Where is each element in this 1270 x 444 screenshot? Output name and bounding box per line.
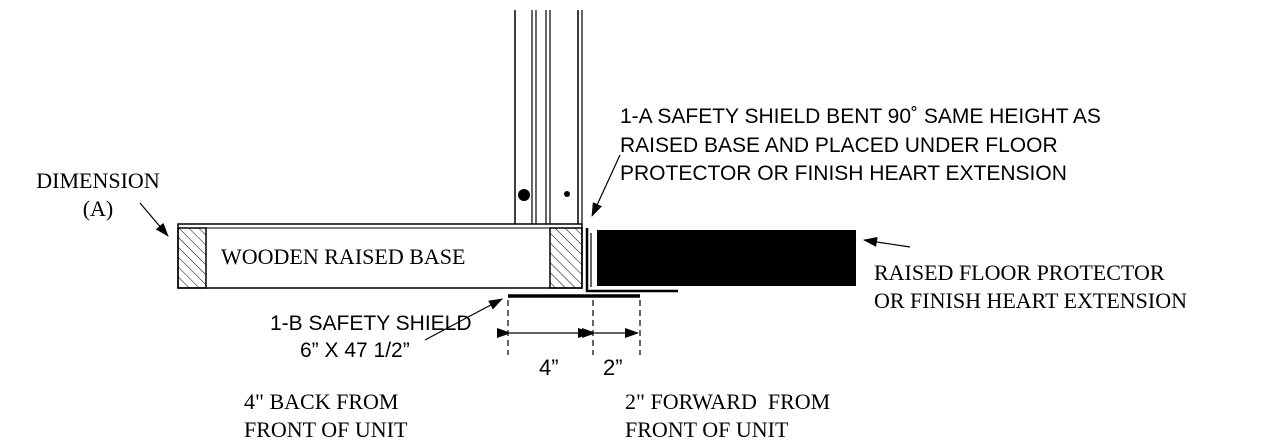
floor-protector-callout: RAISED FLOOR PROTECTOR OR FINISH HEART E… [874, 260, 1187, 313]
forward-from-front-line1: 2" FORWARD FROM [625, 389, 830, 414]
shield-1b-line2: 6” X 47 1/2” [300, 339, 410, 362]
floor-protector-line2: OR FINISH HEART EXTENSION [874, 288, 1187, 313]
shield-1a-arrow [591, 154, 621, 217]
wooden-base-label: WOODEN RAISED BASE [221, 244, 465, 269]
shield-1a-line2: RAISED BASE AND PLACED UNDER FLOOR [620, 134, 1058, 157]
dimension-forward-label: 2” [603, 355, 623, 380]
dimension-a-callout: DIMENSION (A) [36, 168, 160, 221]
bolt-small-icon [564, 191, 570, 197]
dimension-back-label: 4” [539, 355, 559, 380]
shield-1b-callout: 1-B SAFETY SHIELD 6” X 47 1/2” [270, 312, 472, 362]
raised-floor-protector [597, 230, 856, 286]
back-from-front-callout: 4" BACK FROM FRONT OF UNIT [244, 389, 408, 442]
shield-1a-callout: 1-A SAFETY SHIELD BENT 90˚ SAME HEIGHT A… [620, 105, 1101, 185]
shield-1b-arrow [424, 298, 503, 341]
shield-1a-line3: PROTECTOR OR FINISH HEART EXTENSION [620, 162, 1067, 185]
forward-from-front-line2: FRONT OF UNIT [625, 417, 789, 442]
forward-from-front-callout: 2" FORWARD FROM FRONT OF UNIT [625, 389, 830, 442]
safety-shield-1a [585, 228, 678, 293]
bolt-large-icon [518, 189, 530, 201]
back-from-front-line1: 4" BACK FROM [244, 389, 398, 414]
back-from-front-line2: FRONT OF UNIT [244, 417, 408, 442]
shield-1b-line1: 1-B SAFETY SHIELD [270, 312, 472, 335]
shield-1a-line1: 1-A SAFETY SHIELD BENT 90˚ SAME HEIGHT A… [620, 105, 1101, 128]
dimension-a-arrow [139, 202, 169, 237]
wooden-raised-base: WOODEN RAISED BASE [177, 223, 583, 289]
hatched-end-right [549, 227, 583, 289]
dimension-lines: 4” 2” [497, 300, 641, 380]
stove-unit [514, 10, 583, 224]
leader-arrows [139, 154, 911, 341]
dimension-a-line2: (A) [83, 196, 114, 221]
floor-protector-line1: RAISED FLOOR PROTECTOR [874, 260, 1165, 285]
floor-protector-arrow [863, 237, 911, 248]
dimension-a-line1: DIMENSION [36, 168, 160, 193]
hatched-end-left [177, 227, 207, 289]
